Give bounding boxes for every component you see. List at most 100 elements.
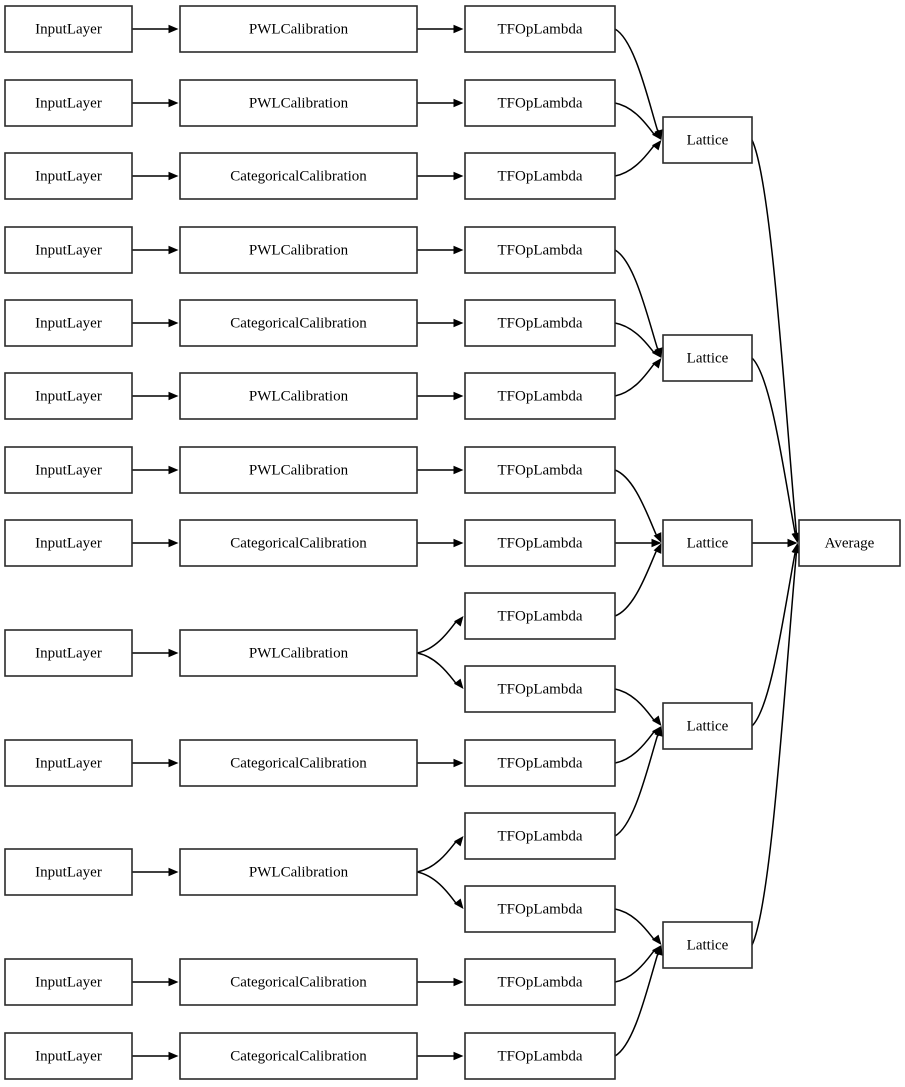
- node-box[interactable]: [464, 739, 616, 787]
- node-box[interactable]: [179, 226, 418, 274]
- node-box[interactable]: [179, 1032, 418, 1080]
- node-input-in8[interactable]: InputLayer: [4, 519, 133, 567]
- node-lattice-L5[interactable]: Lattice: [662, 921, 753, 969]
- node-box[interactable]: [464, 152, 616, 200]
- node-tfop-t8[interactable]: TFOpLambda: [464, 519, 616, 567]
- node-input-in6[interactable]: InputLayer: [4, 372, 133, 420]
- node-tfop-t2[interactable]: TFOpLambda: [464, 79, 616, 127]
- node-box[interactable]: [4, 519, 133, 567]
- node-tfop-t15[interactable]: TFOpLambda: [464, 1032, 616, 1080]
- node-box[interactable]: [179, 152, 418, 200]
- node-box[interactable]: [464, 372, 616, 420]
- node-box[interactable]: [4, 299, 133, 347]
- node-input-in4[interactable]: InputLayer: [4, 226, 133, 274]
- node-box[interactable]: [179, 958, 418, 1006]
- node-box[interactable]: [4, 1032, 133, 1080]
- node-tfop-t11[interactable]: TFOpLambda: [464, 739, 616, 787]
- edge-arrowhead: [168, 245, 179, 255]
- node-box[interactable]: [179, 739, 418, 787]
- node-box[interactable]: [662, 334, 753, 382]
- node-box[interactable]: [464, 958, 616, 1006]
- node-box[interactable]: [662, 921, 753, 969]
- node-input-in11[interactable]: InputLayer: [4, 848, 133, 896]
- node-box[interactable]: [464, 665, 616, 713]
- node-box[interactable]: [4, 958, 133, 1006]
- node-tfop-t14[interactable]: TFOpLambda: [464, 958, 616, 1006]
- node-box[interactable]: [179, 372, 418, 420]
- node-box[interactable]: [4, 739, 133, 787]
- node-categorical-c8[interactable]: CategoricalCalibration: [179, 519, 418, 567]
- node-categorical-c13[interactable]: CategoricalCalibration: [179, 1032, 418, 1080]
- node-tfop-t12[interactable]: TFOpLambda: [464, 812, 616, 860]
- node-lattice-L2[interactable]: Lattice: [662, 334, 753, 382]
- node-box[interactable]: [179, 519, 418, 567]
- node-tfop-t3[interactable]: TFOpLambda: [464, 152, 616, 200]
- node-categorical-c3[interactable]: CategoricalCalibration: [179, 152, 418, 200]
- node-input-in3[interactable]: InputLayer: [4, 152, 133, 200]
- node-lattice-L3[interactable]: Lattice: [662, 519, 753, 567]
- node-box[interactable]: [4, 152, 133, 200]
- node-box[interactable]: [179, 5, 418, 53]
- node-box[interactable]: [662, 519, 753, 567]
- node-box[interactable]: [4, 629, 133, 677]
- node-box[interactable]: [662, 116, 753, 164]
- node-box[interactable]: [4, 372, 133, 420]
- node-box[interactable]: [4, 226, 133, 274]
- node-input-in1[interactable]: InputLayer: [4, 5, 133, 53]
- edge-arrowhead: [453, 391, 464, 401]
- node-box[interactable]: [464, 5, 616, 53]
- node-box[interactable]: [464, 812, 616, 860]
- node-box[interactable]: [4, 5, 133, 53]
- node-box[interactable]: [179, 299, 418, 347]
- node-input-in7[interactable]: InputLayer: [4, 446, 133, 494]
- node-box[interactable]: [179, 446, 418, 494]
- node-pwl-c6[interactable]: PWLCalibration: [179, 372, 418, 420]
- node-input-in2[interactable]: InputLayer: [4, 79, 133, 127]
- node-tfop-t9[interactable]: TFOpLambda: [464, 592, 616, 640]
- node-tfop-t1[interactable]: TFOpLambda: [464, 5, 616, 53]
- node-box[interactable]: [662, 702, 753, 750]
- node-tfop-t6[interactable]: TFOpLambda: [464, 372, 616, 420]
- node-average-avg[interactable]: Average: [798, 519, 901, 567]
- node-box[interactable]: [4, 446, 133, 494]
- node-box[interactable]: [179, 629, 418, 677]
- node-box[interactable]: [464, 226, 616, 274]
- node-pwl-c9[interactable]: PWLCalibration: [179, 629, 418, 677]
- node-input-in12[interactable]: InputLayer: [4, 958, 133, 1006]
- node-tfop-t7[interactable]: TFOpLambda: [464, 446, 616, 494]
- node-tfop-t4[interactable]: TFOpLambda: [464, 226, 616, 274]
- node-pwl-c4[interactable]: PWLCalibration: [179, 226, 418, 274]
- node-box[interactable]: [4, 848, 133, 896]
- node-box[interactable]: [179, 79, 418, 127]
- node-box[interactable]: [464, 79, 616, 127]
- node-pwl-c7[interactable]: PWLCalibration: [179, 446, 418, 494]
- node-tfop-t10[interactable]: TFOpLambda: [464, 665, 616, 713]
- node-box[interactable]: [179, 848, 418, 896]
- node-categorical-c5[interactable]: CategoricalCalibration: [179, 299, 418, 347]
- node-box[interactable]: [464, 885, 616, 933]
- node-pwl-c1[interactable]: PWLCalibration: [179, 5, 418, 53]
- node-input-in9[interactable]: InputLayer: [4, 629, 133, 677]
- node-lattice-L1[interactable]: Lattice: [662, 116, 753, 164]
- node-categorical-c12[interactable]: CategoricalCalibration: [179, 958, 418, 1006]
- node-box[interactable]: [464, 519, 616, 567]
- node-box[interactable]: [464, 446, 616, 494]
- node-label: PWLCalibration: [249, 462, 349, 478]
- node-box[interactable]: [4, 79, 133, 127]
- node-box[interactable]: [464, 592, 616, 640]
- node-input-in13[interactable]: InputLayer: [4, 1032, 133, 1080]
- node-tfop-t5[interactable]: TFOpLambda: [464, 299, 616, 347]
- node-input-in5[interactable]: InputLayer: [4, 299, 133, 347]
- node-box[interactable]: [464, 1032, 616, 1080]
- node-box[interactable]: [798, 519, 901, 567]
- edge-arrowhead: [654, 726, 663, 737]
- node-label: InputLayer: [35, 1048, 102, 1064]
- node-box[interactable]: [464, 299, 616, 347]
- node-pwl-c11[interactable]: PWLCalibration: [179, 848, 418, 896]
- node-tfop-t13[interactable]: TFOpLambda: [464, 885, 616, 933]
- node-pwl-c2[interactable]: PWLCalibration: [179, 79, 418, 127]
- node-input-in10[interactable]: InputLayer: [4, 739, 133, 787]
- node-lattice-L4[interactable]: Lattice: [662, 702, 753, 750]
- node-categorical-c10[interactable]: CategoricalCalibration: [179, 739, 418, 787]
